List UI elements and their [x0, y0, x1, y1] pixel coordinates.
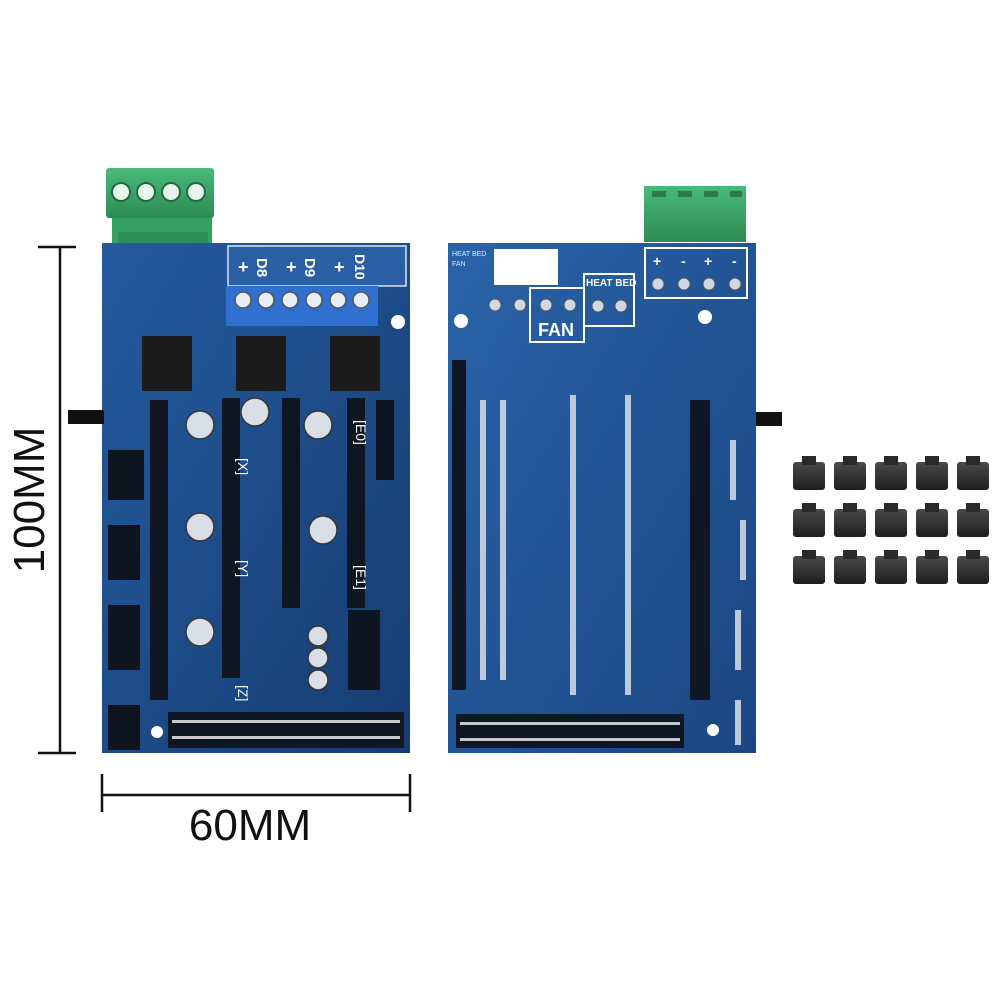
jumper-cap	[834, 456, 866, 490]
height-label: 100MM	[5, 427, 54, 574]
jumper-cap	[957, 503, 989, 537]
front-axis-labels: [X] [Y] [Z] [E0] [E1]	[235, 420, 369, 701]
jumper-cap	[916, 550, 948, 584]
jumper-cap	[916, 456, 948, 490]
back-polarity-plus-2: +	[704, 253, 712, 269]
jumper-cap	[793, 550, 825, 584]
back-bottom-pins	[460, 722, 680, 741]
jumper-cap	[834, 503, 866, 537]
front-board: + D8 + D9 + D10	[68, 168, 410, 753]
axis-label-e0: [E0]	[353, 420, 369, 445]
jumper-cap	[957, 456, 989, 490]
back-silk-pad	[494, 249, 558, 285]
front-header-labels: + D8 + D9 + D10	[227, 245, 407, 287]
width-label: 60MM	[189, 801, 311, 850]
front-label-d9: D9	[301, 258, 318, 277]
front-mosfets	[142, 336, 380, 391]
back-label-fan: FAN	[538, 320, 574, 340]
front-label-d10: D10	[352, 254, 368, 280]
front-label-plus-3: +	[334, 257, 345, 277]
jumper-cap	[834, 550, 866, 584]
jumper-cap	[875, 503, 907, 537]
front-driver-sockets	[150, 398, 365, 700]
front-label-d8: D8	[253, 258, 270, 277]
back-right-header	[690, 400, 710, 700]
back-power-terminal	[644, 186, 746, 242]
front-output-terminal	[226, 286, 378, 326]
back-mount-holes	[454, 310, 719, 736]
jumper-caps	[793, 456, 989, 584]
back-heat-bed-block: HEAT BED	[583, 273, 636, 327]
front-bottom-pins	[172, 720, 400, 739]
jumper-cap	[916, 503, 948, 537]
jumper-cap	[875, 456, 907, 490]
front-mount-holes	[151, 315, 405, 738]
back-solder-pads	[480, 395, 746, 745]
jumper-cap	[793, 503, 825, 537]
back-board: HEAT BED FAN FAN HEAT BED + - + -	[448, 186, 782, 753]
back-label-fan-small: FAN	[452, 261, 466, 268]
front-right-pins	[348, 400, 394, 690]
jumper-cap	[957, 550, 989, 584]
jumper-cap	[875, 550, 907, 584]
axis-label-z: [Z]	[235, 685, 251, 701]
axis-label-e1: [E1]	[353, 565, 369, 590]
back-left-header	[452, 360, 466, 690]
front-left-connectors	[108, 450, 144, 750]
power-switch	[68, 410, 104, 424]
front-label-plus-1: +	[238, 257, 249, 277]
back-bottom-header	[456, 714, 684, 748]
back-polarity-block: + - + -	[644, 247, 748, 299]
back-polarity-minus-2: -	[732, 253, 737, 269]
jumper-cap	[793, 456, 825, 490]
width-dimension: 60MM	[100, 774, 412, 850]
back-label-heat-bed-small: HEAT BED	[452, 251, 486, 258]
back-polarity-minus-1: -	[681, 253, 686, 269]
back-polarity-plus-1: +	[653, 253, 661, 269]
front-bottom-header	[168, 712, 404, 748]
front-capacitors	[185, 397, 338, 691]
axis-label-x: [X]	[235, 458, 251, 475]
back-switch-tab	[756, 412, 782, 426]
back-label-heat-bed: HEAT BED	[586, 278, 636, 289]
axis-label-y: [Y]	[235, 560, 251, 577]
height-dimension: 100MM	[5, 245, 76, 755]
front-label-plus-2: +	[286, 257, 297, 277]
